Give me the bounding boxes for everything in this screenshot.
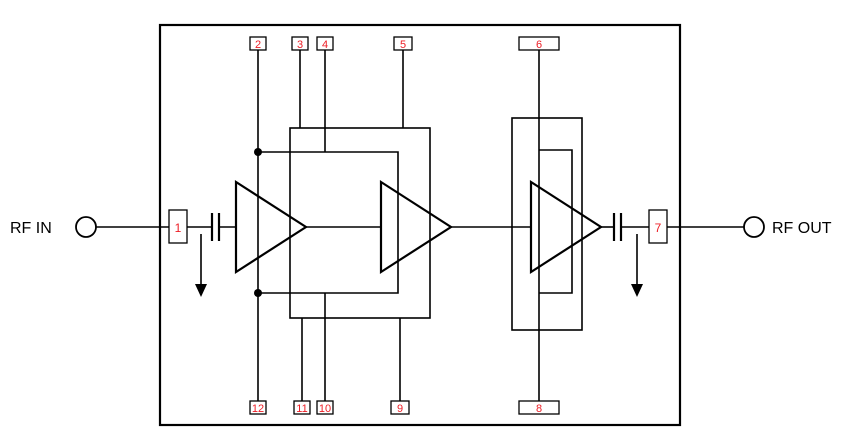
pin-6-label: 6 <box>536 39 542 51</box>
pin-9-box <box>390 400 410 415</box>
ports: RF IN RF OUT <box>10 216 832 238</box>
pin-4-label: 4 <box>322 39 328 51</box>
amplifier-1-triangle-icon <box>234 179 309 275</box>
feedback-loop-outer-left <box>289 127 431 319</box>
pin-4-box <box>316 36 334 51</box>
pin-3-label: 3 <box>297 39 303 51</box>
pin-6-box <box>518 36 560 51</box>
pin-5-label: 5 <box>400 39 406 51</box>
ground-arrowhead-right-icon <box>631 284 643 297</box>
rf-in-label: RF IN <box>10 220 52 237</box>
pin-7-label: 7 <box>655 221 662 235</box>
pin-7-box <box>648 209 668 244</box>
pin-2-box <box>249 36 267 51</box>
pin-11-label: 11 <box>296 403 307 415</box>
pin-11-box <box>293 400 311 415</box>
wiring <box>96 50 744 401</box>
pin-1-box <box>168 209 188 244</box>
pin-8-label: 8 <box>536 403 542 415</box>
amplifier-2-triangle-icon <box>379 179 454 275</box>
pin-12-box <box>249 400 267 415</box>
rf-out-port-icon <box>743 216 765 238</box>
pin-5-box <box>393 36 413 51</box>
junction-dot <box>254 148 262 156</box>
chip-boundary <box>158 23 682 427</box>
pin-3-box <box>291 36 309 51</box>
pin-boxes: 1 7 2 3 4 5 6 12 11 10 9 8 <box>168 36 668 415</box>
pin-10-label: 10 <box>319 403 331 415</box>
pin-10-box <box>316 400 334 415</box>
feedback-loop-inner-left <box>258 151 399 294</box>
rf-in-port-icon <box>75 216 97 238</box>
feedback-loop-inner-right <box>539 149 573 294</box>
amplifier-stages <box>234 179 604 275</box>
ground-arrowhead-left-icon <box>195 284 207 297</box>
pin-12-label: 12 <box>252 403 264 415</box>
pin-2-label: 2 <box>255 39 261 51</box>
rf-out-label: RF OUT <box>772 220 832 237</box>
pin-9-label: 9 <box>397 403 403 415</box>
pin-8-box <box>518 400 560 415</box>
feedback-loop-outer-right <box>511 117 583 331</box>
pin-1-label: 1 <box>175 221 182 235</box>
junction-dot <box>254 289 262 297</box>
amplifier-3-triangle-icon <box>529 179 604 275</box>
